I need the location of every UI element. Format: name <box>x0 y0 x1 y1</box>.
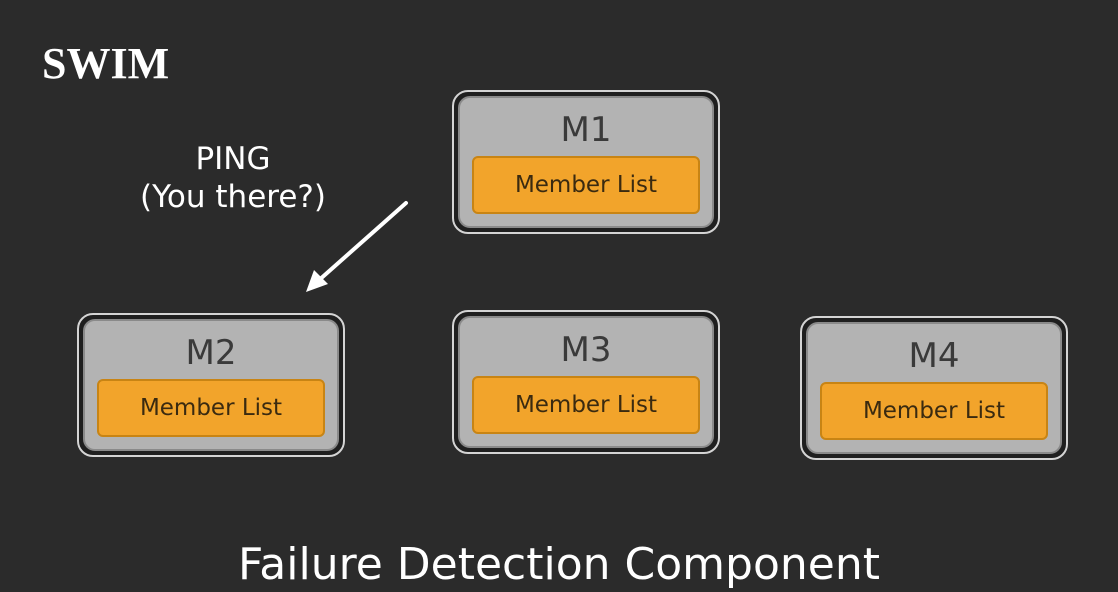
member-node-m1: M1 Member List <box>452 90 720 234</box>
ping-label-line2: (You there?) <box>140 179 326 215</box>
footer-title: Failure Detection Component <box>238 539 880 590</box>
member-name: M4 <box>908 336 960 376</box>
member-node-m3: M3 Member List <box>452 310 720 454</box>
member-node-m4-box: M4 Member List <box>806 322 1062 454</box>
member-node-m3-box: M3 Member List <box>458 316 714 448</box>
member-list: Member List <box>472 156 700 214</box>
member-node-m1-box: M1 Member List <box>458 96 714 228</box>
member-name: M1 <box>560 110 612 150</box>
ping-label: PING (You there?) <box>118 140 348 216</box>
member-list: Member List <box>820 382 1048 440</box>
slide-title: SWIM <box>42 39 170 88</box>
member-node-m2-box: M2 Member List <box>83 319 339 451</box>
member-list: Member List <box>97 379 325 437</box>
member-node-m2: M2 Member List <box>77 313 345 457</box>
member-name: M2 <box>185 333 237 373</box>
member-list: Member List <box>472 376 700 434</box>
member-node-m4: M4 Member List <box>800 316 1068 460</box>
member-name: M3 <box>560 330 612 370</box>
ping-label-line1: PING <box>195 141 271 177</box>
